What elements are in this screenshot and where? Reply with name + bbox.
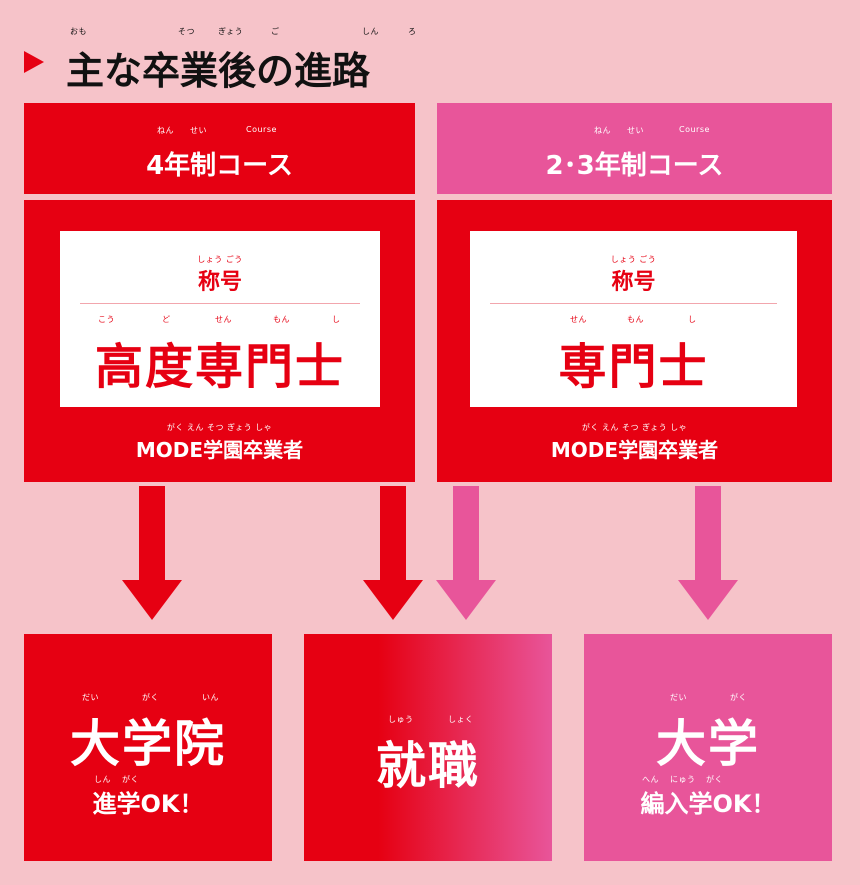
ruby-text: だい bbox=[82, 693, 99, 702]
arrow-down-icon bbox=[676, 486, 740, 628]
degree-label: 称号 bbox=[197, 270, 242, 295]
degree-title: 専門士 bbox=[558, 339, 709, 395]
ruby-text: ろ bbox=[408, 27, 417, 36]
destination-university: だい がく 大学 へん にゅう がく 編入学OK！ bbox=[584, 634, 832, 861]
graduate-label: MODE学園卒業者 bbox=[550, 438, 719, 462]
ruby-text: こう bbox=[98, 315, 115, 324]
ruby-text: ど bbox=[162, 315, 171, 324]
ruby-text: しょう ごう bbox=[610, 255, 657, 264]
destination-title: 就職 bbox=[376, 737, 480, 795]
ruby-text: しゅう bbox=[388, 715, 414, 724]
course-header-23year: ねん せい Course 2･3年制コース bbox=[437, 103, 832, 194]
ruby-text: しん bbox=[362, 27, 379, 36]
ruby-text: ご bbox=[271, 27, 280, 36]
ruby-text: そつ bbox=[178, 27, 195, 36]
ruby-text: せん bbox=[570, 315, 587, 324]
degree-label: 称号 bbox=[611, 270, 656, 295]
dest-ruby: だい がく いん bbox=[24, 692, 272, 702]
ruby-text: ねん bbox=[594, 126, 611, 135]
divider bbox=[80, 303, 360, 304]
degree-ruby: こう ど せん もん し bbox=[60, 314, 380, 324]
ruby-text: がく えん そつ ぎょう しゃ bbox=[581, 423, 688, 432]
course-ruby: ねん せい Course bbox=[24, 125, 415, 137]
ruby-text: し bbox=[332, 315, 341, 324]
ruby-text: がく bbox=[122, 775, 139, 784]
dest-ruby: しゅう しょく bbox=[304, 714, 552, 724]
ruby-text: Course bbox=[679, 125, 710, 134]
ruby-text: しょく bbox=[448, 715, 474, 724]
destination-title: 大学 bbox=[656, 715, 760, 773]
ruby-text: しょう ごう bbox=[197, 255, 243, 264]
destination-title: 大学院 bbox=[70, 715, 226, 773]
dest-ruby: へん にゅう がく bbox=[584, 774, 832, 784]
course-ruby: ねん せい Course bbox=[437, 125, 832, 137]
triangle-marker-icon bbox=[24, 51, 44, 73]
graduate-label: MODE学園卒業者 bbox=[135, 438, 304, 462]
ruby-text: しん bbox=[94, 775, 111, 784]
ruby-text: せい bbox=[190, 126, 207, 135]
ruby-text: がく bbox=[730, 693, 747, 702]
ruby-text: おも bbox=[70, 27, 87, 36]
ruby-text: いん bbox=[202, 693, 219, 702]
ruby-text: ぎょう bbox=[218, 27, 244, 36]
destination-employment: しゅう しょく 就職 bbox=[304, 634, 552, 861]
divider bbox=[490, 303, 777, 304]
ruby-text: もん bbox=[273, 315, 290, 324]
dest-ruby: だい がく bbox=[584, 692, 832, 702]
arrow-down-icon bbox=[434, 486, 498, 628]
destination-subtitle: 編入学OK！ bbox=[640, 790, 776, 818]
ruby-text: Course bbox=[246, 125, 277, 134]
course-header-4year: ねん せい Course 4年制コース bbox=[24, 103, 415, 194]
arrow-down-icon bbox=[361, 486, 425, 628]
ruby-text: にゅう bbox=[670, 775, 696, 784]
ruby-text: がく えん そつ ぎょう しゃ bbox=[166, 423, 273, 432]
ruby-text: ねん bbox=[157, 126, 174, 135]
degree-box: しょう ごう 称号 せん もん し 専門士 bbox=[470, 231, 797, 407]
ruby-text: へん bbox=[642, 775, 659, 784]
course-panel-23year: しょう ごう 称号 せん もん し 専門士 がく えん そつ ぎょう しゃ MO… bbox=[437, 200, 832, 482]
degree-box: しょう ごう 称号 こう ど せん もん し 高度専門士 bbox=[60, 231, 380, 407]
ruby-text: だい bbox=[670, 693, 687, 702]
course-panel-4year: しょう ごう 称号 こう ど せん もん し 高度専門士 がく えん そつ ぎょ… bbox=[24, 200, 415, 482]
arrow-down-icon bbox=[120, 486, 184, 628]
page-title: 主な卒業後の進路 bbox=[66, 49, 371, 93]
ruby-text: がく bbox=[142, 693, 159, 702]
ruby-text: し bbox=[688, 315, 697, 324]
ruby-text: もん bbox=[627, 315, 644, 324]
ruby-text: せい bbox=[627, 126, 644, 135]
destination-subtitle: 進学OK！ bbox=[92, 790, 204, 818]
degree-title: 高度専門士 bbox=[94, 339, 345, 395]
dest-ruby: しん がく bbox=[24, 774, 272, 784]
ruby-text: がく bbox=[706, 775, 723, 784]
ruby-text: せん bbox=[215, 315, 232, 324]
degree-ruby: せん もん し bbox=[470, 314, 797, 324]
course-name: 2･3年制コース bbox=[545, 151, 724, 181]
course-name: 4年制コース bbox=[146, 151, 293, 181]
destination-graduate-school: だい がく いん 大学院 しん がく 進学OK！ bbox=[24, 634, 272, 861]
